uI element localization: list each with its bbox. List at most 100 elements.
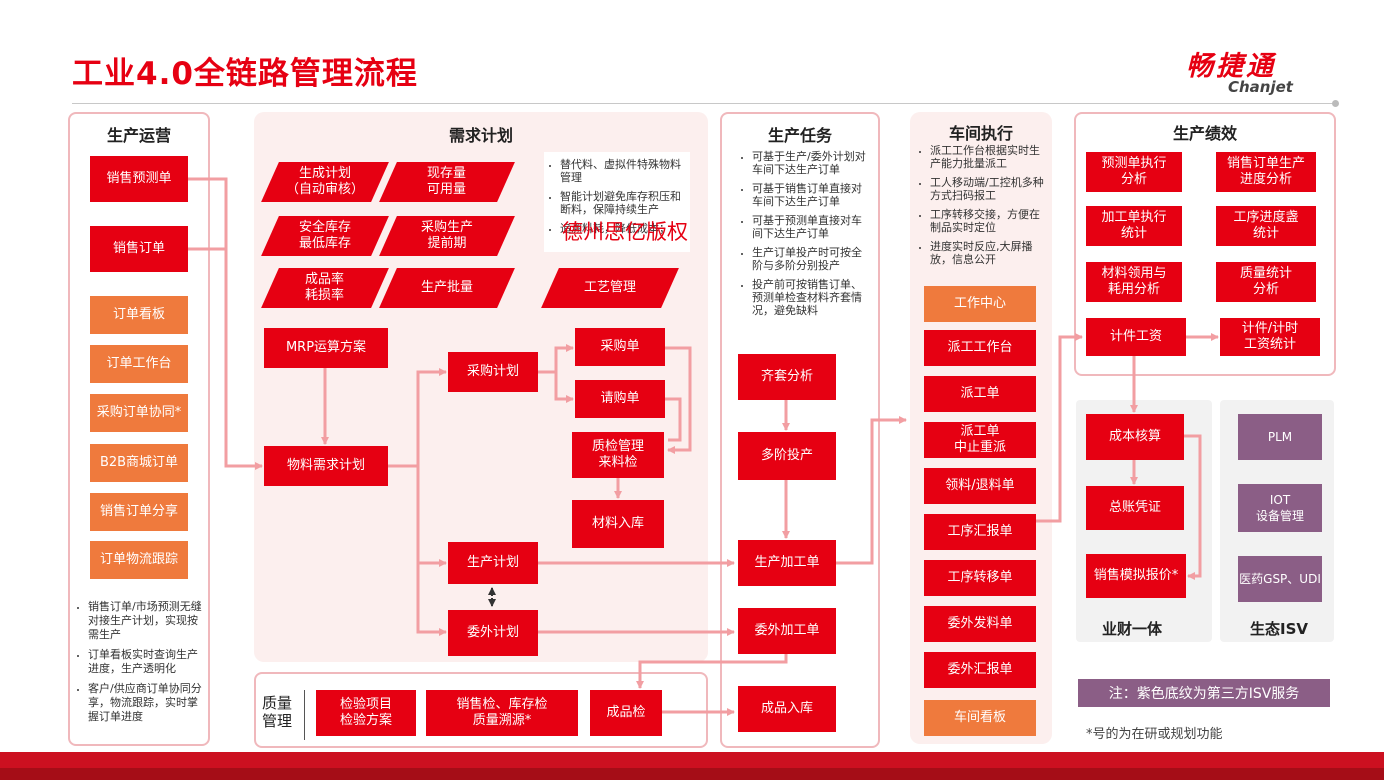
- shop-box-picking: 领料/退料单: [924, 468, 1036, 504]
- ops-orange-3: B2B商城订单: [90, 444, 188, 482]
- box-request-order: 请购单: [575, 380, 665, 418]
- ops-orange-0: 订单看板: [90, 296, 188, 334]
- finance-box-ledger: 总账凭证: [1086, 486, 1184, 530]
- finance-box-quote: 销售模拟报价*: [1086, 554, 1186, 598]
- finance-label: 业财一体: [1102, 620, 1163, 638]
- quality-box-trace: 销售检、库存检 质量溯源*: [426, 690, 578, 736]
- box-outsource-plan: 委外计划: [448, 610, 538, 656]
- box-material-in: 材料入库: [572, 500, 664, 548]
- task-bullets: 可基于生产/委外计划对车间下达生产订单 可基于销售订单直接对车间下达生产订单 可…: [740, 150, 872, 323]
- perf-box-0: 预测单执行 分析: [1086, 152, 1182, 192]
- task-title: 生产任务: [767, 126, 832, 145]
- shop-box-process-report: 工序汇报单: [924, 514, 1036, 550]
- perf-box-piece-wage: 计件工资: [1086, 318, 1186, 356]
- quality-box-finished-check: 成品检: [590, 690, 662, 736]
- footer-bar-dark: [0, 768, 1384, 780]
- shop-title: 车间执行: [948, 124, 1013, 143]
- param-safety-stock: 安全库存 最低库存: [261, 216, 389, 256]
- param-label: 工艺管理: [583, 280, 636, 295]
- demand-bullets: 替代料、虚拟件特殊物料管理 智能计划避免库存积压和断料，保障持续生产 追溯料耗，…: [544, 152, 690, 235]
- divider-dot: [1332, 100, 1339, 107]
- param-label: 生产批量: [420, 280, 473, 295]
- brand-logo-cn: 畅捷通: [1186, 51, 1276, 82]
- box-purchase-plan: 采购计划: [448, 352, 538, 392]
- ops-orange-1: 订单工作台: [90, 345, 188, 383]
- perf-box-4: 材料领用与 耗用分析: [1086, 262, 1182, 302]
- task-bullet: 生产订单投产时可按全阶与多阶分别投产: [752, 246, 872, 272]
- shop-box-redispatch: 派工单 中止重派: [924, 422, 1036, 458]
- shop-work-center: 工作中心: [924, 286, 1036, 322]
- box-purchase-order: 采购单: [575, 328, 665, 366]
- task-box-multilevel: 多阶投产: [738, 432, 836, 480]
- perf-title: 生产绩效: [1172, 124, 1237, 143]
- task-bullet: 可基于销售订单直接对车间下达生产订单: [752, 182, 872, 208]
- isv-box-iot: IOT 设备管理: [1238, 484, 1322, 532]
- box-production-plan: 生产计划: [448, 542, 538, 584]
- param-label: 安全库存 最低库存: [298, 220, 351, 251]
- ops-bullet: 客户/供应商订单协同分享，物流跟踪，实时掌握订单进度: [88, 682, 204, 724]
- ops-orange-5: 订单物流跟踪: [90, 541, 188, 579]
- param-process: 工艺管理: [541, 268, 679, 308]
- demand-notes-card: 替代料、虚拟件特殊物料管理 智能计划避免库存积压和断料，保障持续生产 追溯料耗，…: [544, 152, 690, 252]
- quality-separator: [304, 690, 305, 740]
- ops-box-forecast: 销售预测单: [90, 156, 188, 202]
- shop-box-outsource-issue: 委外发料单: [924, 606, 1036, 642]
- ops-bullets: 销售订单/市场预测无缝对接生产计划，实现按需生产 订单看板实时查询生产进度，生产…: [76, 600, 204, 730]
- demand-title: 需求计划: [448, 126, 513, 145]
- task-box-kitting: 齐套分析: [738, 354, 836, 400]
- shop-box-outsource-report: 委外汇报单: [924, 652, 1036, 688]
- purple-note: 注：紫色底纹为第三方ISV服务: [1078, 679, 1330, 707]
- finance-box-cost: 成本核算: [1086, 414, 1184, 460]
- param-label: 采购生产 提前期: [420, 220, 473, 251]
- ops-title: 生产运营: [106, 126, 171, 145]
- shop-box-dispatch-order: 派工单: [924, 376, 1036, 412]
- param-label: 现存量 可用量: [427, 166, 467, 197]
- param-label: 生成计划 （自动审核）: [285, 166, 364, 197]
- demand-bullet: 追溯料耗，降低成本；: [560, 222, 686, 235]
- ops-bullet: 销售订单/市场预测无缝对接生产计划，实现按需生产: [88, 600, 204, 642]
- perf-box-1: 销售订单生产 进度分析: [1216, 152, 1316, 192]
- param-stock: 现存量 可用量: [379, 162, 515, 202]
- perf-box-5: 质量统计 分析: [1216, 262, 1316, 302]
- task-bullet: 投产前可按销售订单、预测单检查材料齐套情况，避免缺料: [752, 278, 872, 317]
- demand-bullet: 替代料、虚拟件特殊物料管理: [560, 158, 686, 184]
- shop-box-process-transfer: 工序转移单: [924, 560, 1036, 596]
- quality-box-inspection: 检验项目 检验方案: [316, 690, 416, 736]
- param-yield: 成品率 耗损率: [261, 268, 389, 308]
- shop-bullet: 工人移动端/工控机多种方式扫码报工: [930, 176, 1048, 202]
- brand-logo-en: Chanjet: [1228, 78, 1293, 96]
- ops-orange-4: 销售订单分享: [90, 493, 188, 531]
- star-note: *号的为在研或规划功能: [1086, 727, 1223, 742]
- task-box-outsource-order: 委外加工单: [738, 608, 836, 654]
- task-box-finished-stock: 成品入库: [738, 686, 836, 732]
- isv-box-gsp: 医药GSP、UDI: [1238, 556, 1322, 602]
- task-bullet: 可基于生产/委外计划对车间下达生产订单: [752, 150, 872, 176]
- quality-label: 质量 管理: [262, 694, 293, 730]
- shop-box-dispatch-desk: 派工工作台: [924, 330, 1036, 366]
- param-label: 成品率 耗损率: [305, 272, 345, 303]
- task-box-production-order: 生产加工单: [738, 540, 836, 586]
- ops-bullet: 订单看板实时查询生产进度，生产透明化: [88, 648, 204, 676]
- task-bullet: 可基于预测单直接对车间下达生产订单: [752, 214, 872, 240]
- box-material-plan: 物料需求计划: [264, 446, 388, 486]
- watermark: 德州思亿版权: [562, 220, 688, 244]
- shop-bullet: 进度实时反应,大屏播放，信息公开: [930, 240, 1048, 266]
- shop-bullets: 派工工作台根据实时生产能力批量派工 工人移动端/工控机多种方式扫码报工 工序转移…: [918, 144, 1048, 272]
- box-mrp: MRP运算方案: [264, 328, 388, 368]
- perf-box-3: 工序进度盏 统计: [1216, 206, 1316, 246]
- ops-box-sales-order: 销售订单: [90, 226, 188, 272]
- perf-box-wage-stats: 计件/计时 工资统计: [1220, 318, 1320, 356]
- ops-orange-2: 采购订单协同*: [90, 394, 188, 432]
- demand-bullet: 智能计划避免库存积压和断料，保障持续生产: [560, 190, 686, 216]
- isv-box-plm: PLM: [1238, 414, 1322, 460]
- param-batch: 生产批量: [379, 268, 515, 308]
- shop-board: 车间看板: [924, 700, 1036, 736]
- param-lead-time: 采购生产 提前期: [379, 216, 515, 256]
- isv-label: 生态ISV: [1250, 620, 1308, 638]
- param-generate-plan: 生成计划 （自动审核）: [261, 162, 389, 202]
- perf-box-2: 加工单执行 统计: [1086, 206, 1182, 246]
- box-qc-incoming: 质检管理 来料检: [572, 432, 664, 478]
- header-divider: [72, 103, 1336, 104]
- shop-bullet: 工序转移交接，方便在制品实时定位: [930, 208, 1048, 234]
